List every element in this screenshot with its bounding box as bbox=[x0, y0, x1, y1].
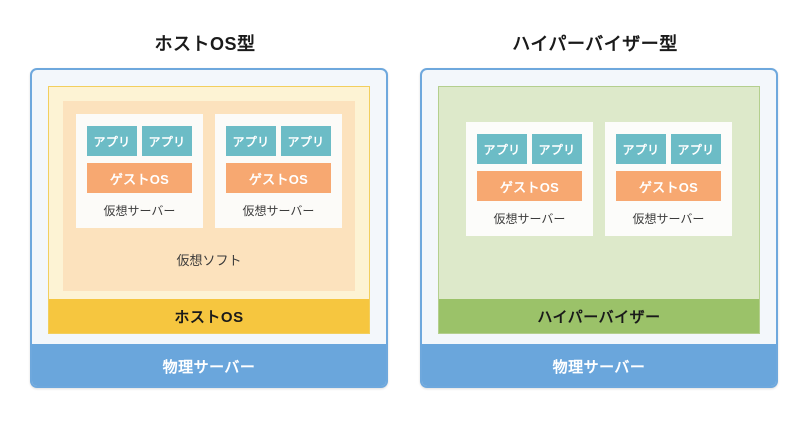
virtual-server-label: 仮想サーバー bbox=[103, 204, 176, 218]
app-box: アプリ bbox=[532, 134, 582, 164]
page-title-hypervisor: ハイパーバイザー型 bbox=[512, 34, 678, 54]
software-stack-hypervisor: アプリ アプリ ゲストOS 仮想サーバー アプリ アプリ bbox=[438, 86, 760, 334]
app-box: アプリ bbox=[281, 126, 331, 156]
app-row: アプリ アプリ bbox=[226, 126, 331, 156]
app-row: アプリ アプリ bbox=[87, 126, 192, 156]
hypervisor-container: アプリ アプリ ゲストOS 仮想サーバー アプリ アプリ bbox=[438, 86, 760, 334]
virtual-server-card: アプリ アプリ ゲストOS 仮想サーバー bbox=[466, 122, 593, 236]
host-os-container: アプリ アプリ ゲストOS 仮想サーバー アプリ アプリ bbox=[48, 86, 370, 334]
app-box: アプリ bbox=[671, 134, 721, 164]
guest-os-box: ゲストOS bbox=[226, 163, 331, 193]
virtual-server-label: 仮想サーバー bbox=[493, 212, 566, 226]
guest-os-box: ゲストOS bbox=[87, 163, 192, 193]
physical-server-bar: 物理サーバー bbox=[422, 344, 776, 386]
guest-os-box: ゲストOS bbox=[477, 171, 582, 201]
virtual-server-card: アプリ アプリ ゲストOS 仮想サーバー bbox=[605, 122, 732, 236]
host-os-bar: ホストOS bbox=[49, 299, 369, 333]
page-title-hosted-os: ホストOS型 bbox=[154, 34, 256, 54]
guest-os-box: ゲストOS bbox=[616, 171, 721, 201]
app-row: アプリ アプリ bbox=[477, 134, 582, 164]
virtualization-software-layer: アプリ アプリ ゲストOS 仮想サーバー アプリ アプリ bbox=[63, 101, 355, 291]
virtual-server-card: アプリ アプリ ゲストOS 仮想サーバー bbox=[76, 114, 203, 228]
virtualization-software-label: 仮想ソフト bbox=[176, 253, 242, 268]
virtual-server-card: アプリ アプリ ゲストOS 仮想サーバー bbox=[215, 114, 342, 228]
virtual-machine-row-hosted: アプリ アプリ ゲストOS 仮想サーバー アプリ アプリ bbox=[76, 101, 342, 228]
virtual-machine-row-hypervisor: アプリ アプリ ゲストOS 仮想サーバー アプリ アプリ bbox=[466, 109, 732, 236]
app-box: アプリ bbox=[226, 126, 276, 156]
hypervisor-bar: ハイパーバイザー bbox=[439, 299, 759, 333]
app-row: アプリ アプリ bbox=[616, 134, 721, 164]
app-box: アプリ bbox=[142, 126, 192, 156]
server-frame-hypervisor: アプリ アプリ ゲストOS 仮想サーバー アプリ アプリ bbox=[420, 68, 778, 388]
virtual-server-label: 仮想サーバー bbox=[242, 204, 315, 218]
server-frame-hosted: アプリ アプリ ゲストOS 仮想サーバー アプリ アプリ bbox=[30, 68, 388, 388]
app-box: アプリ bbox=[477, 134, 527, 164]
panel-hosted-os: ホストOS型 アプリ アプリ ゲストOS 仮想サーバー bbox=[20, 0, 390, 430]
app-box: アプリ bbox=[616, 134, 666, 164]
software-stack-hosted: アプリ アプリ ゲストOS 仮想サーバー アプリ アプリ bbox=[48, 86, 370, 334]
panel-hypervisor: ハイパーバイザー型 アプリ アプリ ゲストOS 仮想サーバー bbox=[410, 0, 780, 430]
physical-server-bar: 物理サーバー bbox=[32, 344, 386, 386]
app-box: アプリ bbox=[87, 126, 137, 156]
virtual-machines-area: アプリ アプリ ゲストOS 仮想サーバー アプリ アプリ bbox=[463, 109, 735, 297]
virtual-server-label: 仮想サーバー bbox=[632, 212, 705, 226]
